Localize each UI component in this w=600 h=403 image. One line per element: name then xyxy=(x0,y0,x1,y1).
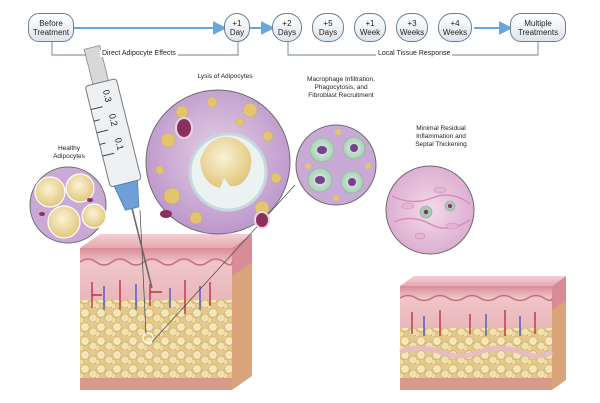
healthy-adipocytes-circle xyxy=(29,166,107,244)
label-healthy-adipocytes: Healthy Adipocytes xyxy=(53,145,85,160)
skin-fat-layer xyxy=(80,300,232,378)
residual-circle xyxy=(385,165,475,255)
syringe-marking-0.2: 0.2 xyxy=(106,112,120,128)
skin-block-after-treatments xyxy=(399,276,566,390)
skin-block-treated xyxy=(79,234,252,390)
label-macrophage-infiltration: Macrophage Infiltration, Phagocytosis, a… xyxy=(307,76,375,99)
timeline-node-before-treatment: Before Treatment xyxy=(28,13,74,42)
thickened-septa xyxy=(399,345,554,359)
label-local-tissue-response: Local Tissue Response xyxy=(376,50,453,57)
ruptured-adipocyte xyxy=(200,136,252,188)
timeline-node-plus-5-days: +5 Days xyxy=(312,13,344,42)
syringe-hub xyxy=(113,179,140,211)
syringe-marking-0.1: 0.1 xyxy=(112,136,126,152)
timeline-node-plus-3-weeks: +3 Weeks xyxy=(396,13,428,42)
label-direct-adipocyte-effects: Direct Adipocyte Effects xyxy=(100,50,178,57)
timeline-node-plus-4-weeks: +4 Weeks xyxy=(438,13,472,42)
macrophage-circle xyxy=(295,124,377,206)
skin-block-top xyxy=(80,234,252,248)
syringe xyxy=(83,45,153,289)
label-minimal-residual-inflammation: Minimal Residual Inflammation and Septal… xyxy=(415,125,467,148)
timeline-node-plus-2-days: +2 Days xyxy=(272,13,302,42)
skin-dermis xyxy=(80,248,232,308)
lysis-circle xyxy=(145,89,291,235)
timeline-node-plus-1-week: +1 Week xyxy=(354,13,386,42)
syringe-marking-0.3: 0.3 xyxy=(100,88,114,104)
timeline-node-multiple-treatments: Multiple Treatments xyxy=(510,13,566,42)
label-lysis-of-adipocytes: Lysis of Adipocytes xyxy=(197,73,253,80)
timeline-node-plus-1-day: +1 Day xyxy=(224,13,250,42)
syringe-barrel xyxy=(85,78,142,188)
syringe-needle xyxy=(131,208,153,289)
skin-block-side xyxy=(232,234,252,390)
injection-target xyxy=(142,332,154,344)
